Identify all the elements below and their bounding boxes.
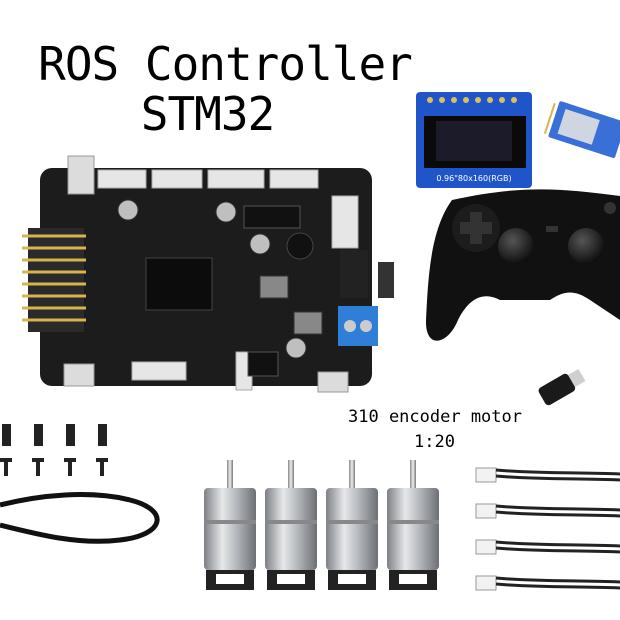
oled-label: 0.96"80x160(RGB) [436, 174, 511, 183]
standoffs-and-screws-icon [0, 424, 108, 476]
oled-display-module-icon: 0.96"80x160(RGB) [416, 92, 532, 188]
ribbon-cables-icon [475, 467, 620, 591]
power-cable-icon [0, 492, 160, 544]
usb-receiver-icon [538, 368, 586, 406]
controller-board-icon [22, 155, 394, 393]
gamepad-icon [425, 189, 620, 341]
motor-ratio: 1:20 [414, 432, 455, 452]
bluetooth-module-icon [543, 101, 620, 159]
product-title: ROS Controller [38, 37, 413, 91]
motor-caption: 310 encoder motor [348, 407, 522, 427]
product-subtitle: STM32 [140, 87, 275, 141]
encoder-motors-icon [204, 460, 439, 590]
